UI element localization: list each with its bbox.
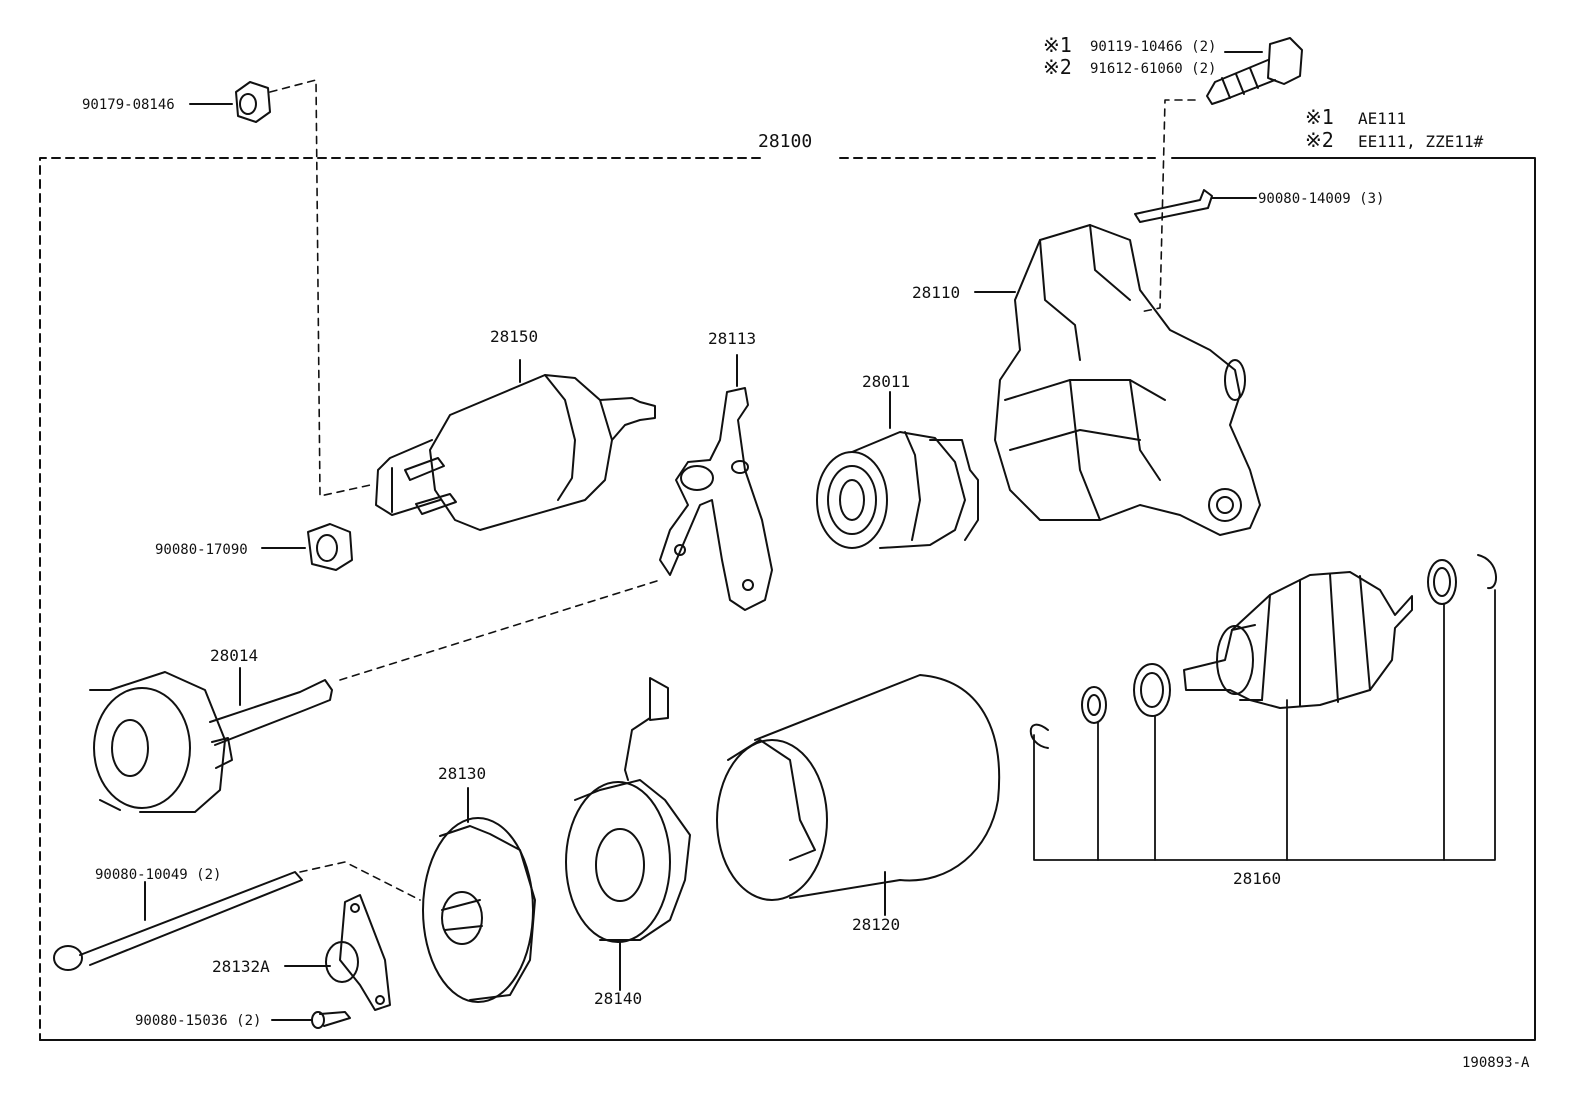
part-28110: 28110 xyxy=(912,283,961,302)
note-2-text: EE111, ZZE11# xyxy=(1358,132,1484,151)
through-bolt-icon xyxy=(53,871,303,971)
part-28140: 28140 xyxy=(594,989,643,1008)
part-28011: 28011 xyxy=(862,372,911,391)
part-28014: 28014 xyxy=(210,646,259,665)
flange-bolt-icon xyxy=(1206,37,1303,105)
small-screw-icon xyxy=(271,1011,351,1029)
assembly-28100: 28100 xyxy=(758,131,813,152)
part-28150: 28150 xyxy=(490,327,539,346)
armature-icon xyxy=(1183,571,1413,709)
part-28113: 28113 xyxy=(708,329,757,348)
drive-housing-icon xyxy=(89,667,333,813)
nut-icon xyxy=(189,81,271,123)
starter-housing-icon xyxy=(974,224,1261,536)
yoke-icon xyxy=(716,674,1001,916)
diagram-id: 190893-A xyxy=(1462,1055,1530,1071)
part-90119-10466: 90119-10466 (2) xyxy=(1090,39,1217,55)
drive-lever-icon xyxy=(659,354,773,611)
part-91612-61060: 91612-61060 (2) xyxy=(1090,61,1217,77)
part-90179-08146: 90179-08146 xyxy=(82,97,175,113)
mark-note-2: ※2 xyxy=(1305,128,1334,152)
cover-icon xyxy=(284,894,391,1011)
mark-bolt-2: ※2 xyxy=(1043,55,1072,79)
note-1-text: AE111 xyxy=(1358,109,1407,128)
solenoid-icon xyxy=(375,359,656,531)
washers-icon xyxy=(1029,554,1498,749)
brush-holder-icon xyxy=(565,677,691,991)
mark-note-1: ※1 xyxy=(1305,105,1334,129)
long-screw-icon xyxy=(1134,189,1257,223)
part-90080-10049: 90080-10049 (2) xyxy=(95,867,222,883)
part-90080-14009: 90080-14009 (3) xyxy=(1258,191,1385,207)
assembly-frame xyxy=(39,157,1536,1041)
part-90080-15036: 90080-15036 (2) xyxy=(135,1013,262,1029)
part-28120: 28120 xyxy=(852,915,901,934)
nut-side-icon xyxy=(261,523,353,571)
end-frame-icon xyxy=(422,787,536,1003)
part-28132A: 28132A xyxy=(212,957,270,976)
part-28160: 28160 xyxy=(1233,869,1282,888)
part-28130: 28130 xyxy=(438,764,487,783)
part-90080-17090: 90080-17090 xyxy=(155,542,248,558)
starter-clutch-icon xyxy=(816,391,979,549)
armature-bracket xyxy=(1033,589,1496,861)
dashed-leaders xyxy=(269,79,1196,901)
mark-bolt-1: ※1 xyxy=(1043,33,1072,57)
